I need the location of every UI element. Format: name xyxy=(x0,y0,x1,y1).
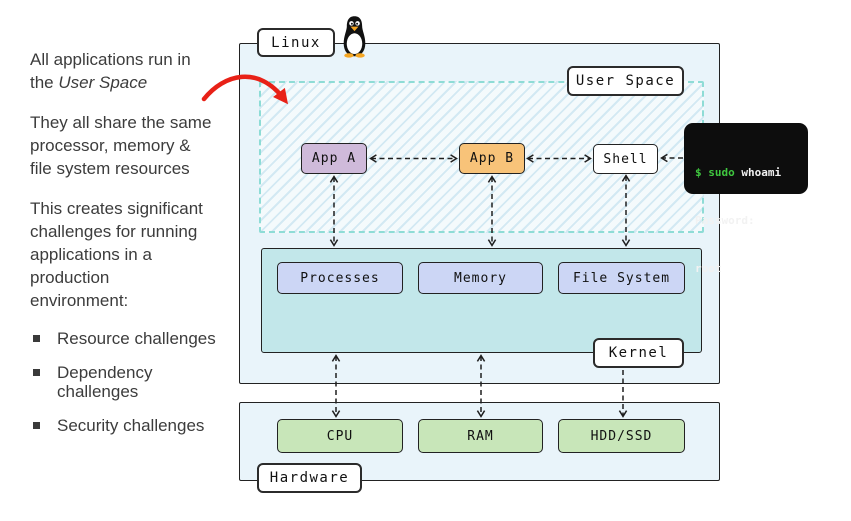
processes-node: Processes xyxy=(277,262,403,294)
note-line: processor, memory & xyxy=(30,136,191,155)
terminal-prompt: $ sudo xyxy=(695,166,735,179)
notes-column: All applications run in the User Space T… xyxy=(30,48,245,450)
note-line: This creates significant xyxy=(30,199,203,218)
bullet-square-icon xyxy=(33,335,40,342)
note-paragraph-1: All applications run in the User Space xyxy=(30,48,245,94)
bullet-square-icon xyxy=(33,369,40,376)
bullet-square-icon xyxy=(33,422,40,429)
note-line: They all share the same xyxy=(30,113,212,132)
terminal-command: whoami xyxy=(734,166,782,179)
file-system-node: File System xyxy=(558,262,685,294)
user-space-label: User Space xyxy=(567,66,684,96)
note-line: applications in a xyxy=(30,245,152,264)
note-paragraph-2: They all share the same processor, memor… xyxy=(30,111,245,180)
app-a-node: App A xyxy=(301,143,367,174)
user-space-emphasis: User Space xyxy=(58,73,148,92)
note-paragraph-3: This creates significant challenges for … xyxy=(30,197,245,312)
terminal-line-1: $ sudo whoami xyxy=(695,165,797,181)
bullet-resource-challenges: Resource challenges xyxy=(30,329,245,348)
bullet-dependency-challenges: Dependency challenges xyxy=(30,363,245,401)
terminal-line-2: Password: xyxy=(695,214,755,227)
note-line: environment: xyxy=(30,291,129,310)
ram-node: RAM xyxy=(418,419,543,453)
bullet-security-challenges: Security challenges xyxy=(30,416,245,435)
note-line: file system resources xyxy=(30,159,190,178)
note-line: production xyxy=(30,268,110,287)
shell-node: Shell xyxy=(593,144,658,174)
memory-node: Memory xyxy=(418,262,543,294)
tux-penguin-icon xyxy=(343,16,366,58)
terminal-popup: $ sudo whoami Password: root xyxy=(684,123,808,275)
note-line: All applications run in xyxy=(30,50,191,69)
note-line: challenges for running xyxy=(30,222,198,241)
kernel-label: Kernel xyxy=(593,338,684,368)
linux-label: Linux xyxy=(257,28,335,57)
cpu-node: CPU xyxy=(277,419,403,453)
hdd-ssd-node: HDD/SSD xyxy=(558,419,685,453)
terminal-line-3: root xyxy=(695,262,722,275)
note-line: the User Space xyxy=(30,73,148,92)
hardware-label: Hardware xyxy=(257,463,362,493)
app-b-node: App B xyxy=(459,143,525,174)
